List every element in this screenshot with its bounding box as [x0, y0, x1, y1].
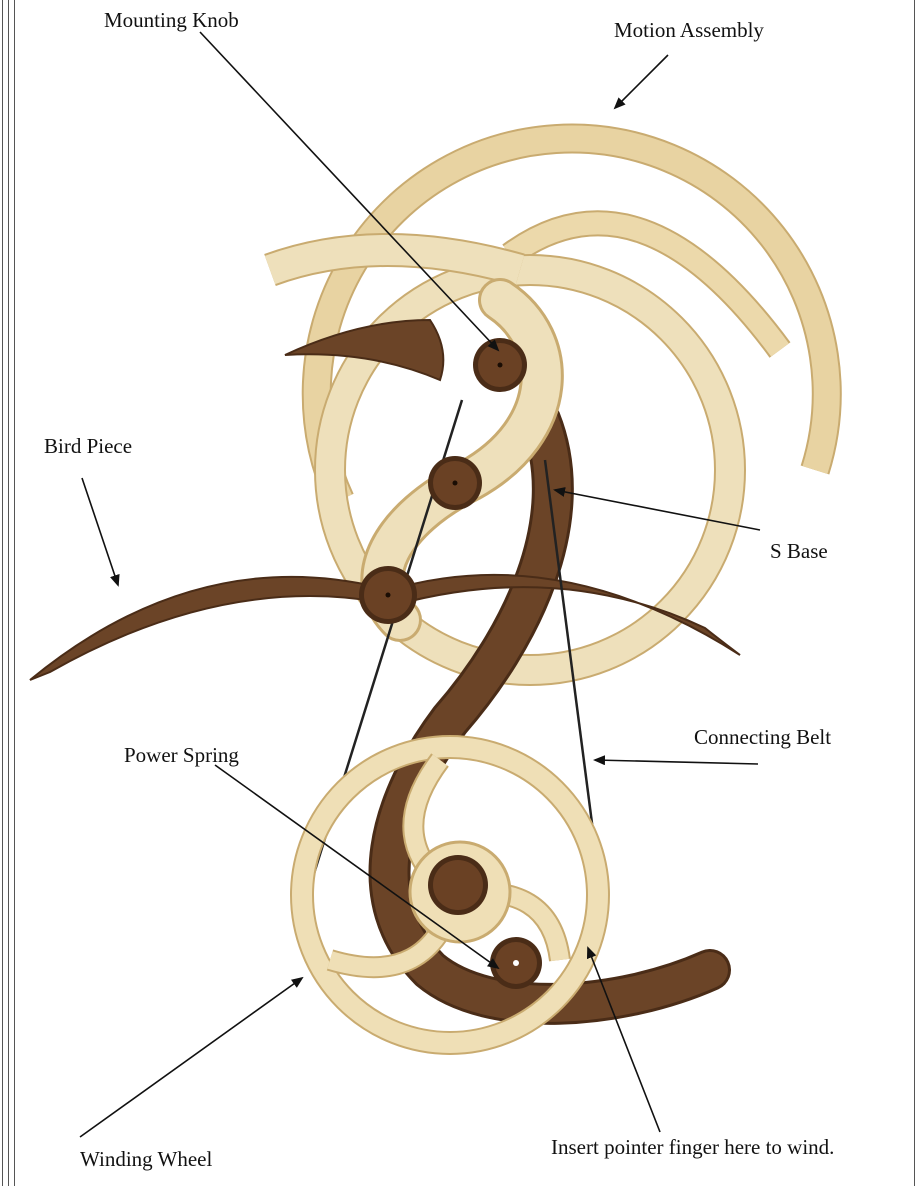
label-mounting-knob: Mounting Knob — [104, 10, 239, 31]
arrow-connecting-belt — [595, 760, 758, 764]
arrow-winding-wheel — [80, 978, 302, 1137]
knob-bird — [359, 566, 417, 624]
label-s-base: S Base — [770, 541, 828, 562]
label-bird-piece: Bird Piece — [44, 436, 132, 457]
knob-power-spring — [490, 937, 542, 989]
label-insert-finger: Insert pointer finger here to wind. — [551, 1137, 834, 1158]
arrow-motion-assembly — [615, 55, 668, 108]
knob-wheel-hub — [428, 855, 488, 915]
label-winding-wheel: Winding Wheel — [80, 1149, 212, 1170]
knob-mounting — [473, 338, 527, 392]
label-power-spring: Power Spring — [124, 745, 239, 766]
knob-middle — [428, 456, 482, 510]
label-connecting-belt: Connecting Belt — [694, 727, 831, 748]
label-motion-assembly: Motion Assembly — [614, 20, 764, 41]
arrow-bird-piece — [82, 478, 118, 585]
